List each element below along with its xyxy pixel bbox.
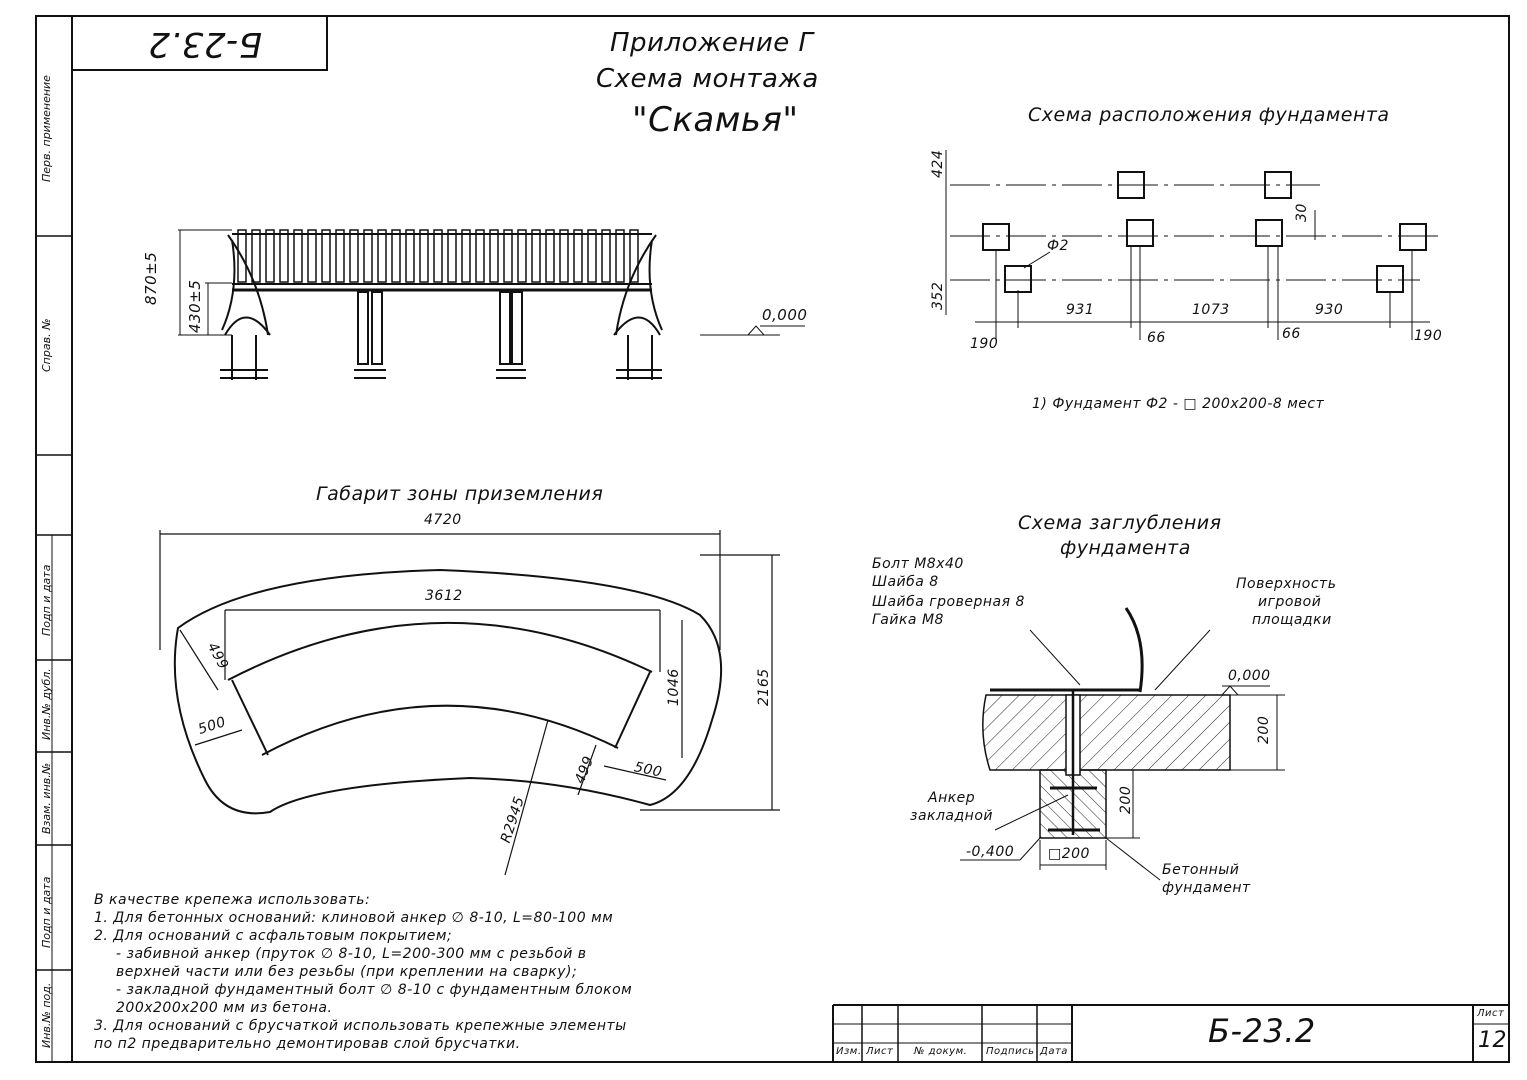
dim-total-height: 870±5 xyxy=(142,251,160,305)
depth-title-1: Схема заглубления xyxy=(1018,512,1222,534)
anchor-2: закладной xyxy=(910,808,994,824)
tb-sheet-number: 12 xyxy=(1478,1028,1507,1053)
dim-2165: 2165 xyxy=(756,668,772,706)
dim-930: 930 xyxy=(1315,302,1344,318)
hardware-spring-washer: Шайба гроверная 8 xyxy=(872,594,1025,610)
marker-f2: Ф2 xyxy=(1047,238,1069,254)
title-line3: "Скамья" xyxy=(632,100,799,140)
note-line-4: верхней части или без резьбы (при крепле… xyxy=(116,964,578,980)
dim-190-left: 190 xyxy=(970,336,999,352)
note-line-0: В качестве крепежа использовать: xyxy=(94,892,371,908)
side-label-repl: Взам. инв.№ xyxy=(40,762,53,834)
tb-doc-code: Б-23.2 xyxy=(1208,1012,1316,1050)
dim-424: 424 xyxy=(930,149,946,178)
dim-66-left: 66 xyxy=(1147,330,1166,346)
note-line-8: по п2 предварительно демонтировав слой б… xyxy=(94,1036,521,1052)
level-zero-depth: 0,000 xyxy=(1228,668,1271,684)
side-label-ref: Справ. № xyxy=(40,318,53,372)
tb-col-sign: Подпись xyxy=(986,1046,1035,1057)
side-label-sign1: Подп и дата xyxy=(40,564,53,636)
dim-190-right: 190 xyxy=(1414,328,1443,344)
dim-931: 931 xyxy=(1066,302,1095,318)
dim-30: 30 xyxy=(1294,203,1310,222)
anchor-1: Анкер xyxy=(928,790,976,806)
hardware-washer: Шайба 8 xyxy=(872,574,939,590)
surface-1: Поверхность xyxy=(1236,576,1337,592)
side-label-first-use: Перв. применение xyxy=(40,75,53,182)
title-block xyxy=(832,1004,1509,1062)
landing-zone-title: Габарит зоны приземления xyxy=(316,483,604,505)
tb-col-docno: № докум. xyxy=(914,1046,968,1057)
dim-200-block: 200 xyxy=(1118,785,1134,814)
surface-2: игровой xyxy=(1258,594,1322,610)
tb-col-change: Изм. xyxy=(836,1046,862,1057)
side-label-sign2: Подп и дата xyxy=(40,876,53,948)
dim-4720: 4720 xyxy=(424,512,462,528)
depth-scheme xyxy=(960,607,1285,881)
foundation-note: 1) Фундамент Ф2 - □ 200х200-8 мест xyxy=(1032,396,1325,412)
note-line-3: - забивной анкер (пруток ∅ 8-10, L=200-3… xyxy=(116,946,587,962)
note-line-1: 1. Для бетонных оснований: клиновой анке… xyxy=(94,910,614,926)
dim-3612: 3612 xyxy=(425,588,463,604)
title-line2: Схема монтажа xyxy=(596,64,819,94)
concrete-1: Бетонный xyxy=(1162,862,1240,878)
tb-sheet-label: Лист xyxy=(1477,1008,1505,1019)
dim-1073: 1073 xyxy=(1192,302,1230,318)
tb-col-sheet: Лист xyxy=(866,1046,894,1057)
note-line-6: 200х200х200 мм из бетона. xyxy=(116,1000,333,1016)
dim-200-top: 200 xyxy=(1256,715,1272,744)
side-label-inv: Инв.№ под. xyxy=(40,982,53,1048)
dim-352: 352 xyxy=(930,281,946,310)
sheet-frame xyxy=(35,15,1510,1063)
title-line1: Приложение Г xyxy=(610,28,814,58)
surface-3: площадки xyxy=(1252,612,1332,628)
level-zero-elev: 0,000 xyxy=(762,306,808,324)
dim-1046: 1046 xyxy=(666,668,682,706)
note-line-5: - закладной фундаментный болт ∅ 8-10 с ф… xyxy=(116,982,633,998)
landing-zone xyxy=(159,530,780,876)
note-line-2: 2. Для оснований с асфальтовым покрытием… xyxy=(94,928,453,944)
hardware-bolt: Болт М8х40 xyxy=(872,556,964,572)
bench-elevation xyxy=(178,229,805,380)
doc-code-rotated: Б-23.2 xyxy=(147,24,263,64)
tb-col-date: Дата xyxy=(1040,1046,1068,1057)
block-size: □200 xyxy=(1048,846,1090,862)
dim-seat-height: 430±5 xyxy=(186,279,204,333)
foundation-layout xyxy=(945,150,1440,340)
hardware-nut: Гайка М8 xyxy=(872,612,944,628)
concrete-2: фундамент xyxy=(1162,880,1251,896)
note-line-7: 3. Для оснований с брусчаткой использова… xyxy=(94,1018,627,1034)
level-bottom: -0,400 xyxy=(966,844,1015,860)
dim-66-right: 66 xyxy=(1282,326,1301,342)
foundation-layout-title: Схема расположения фундамента xyxy=(1028,104,1390,126)
side-label-dup: Инв.№ дубл. xyxy=(40,668,53,740)
depth-title-2: фундамента xyxy=(1060,537,1191,559)
